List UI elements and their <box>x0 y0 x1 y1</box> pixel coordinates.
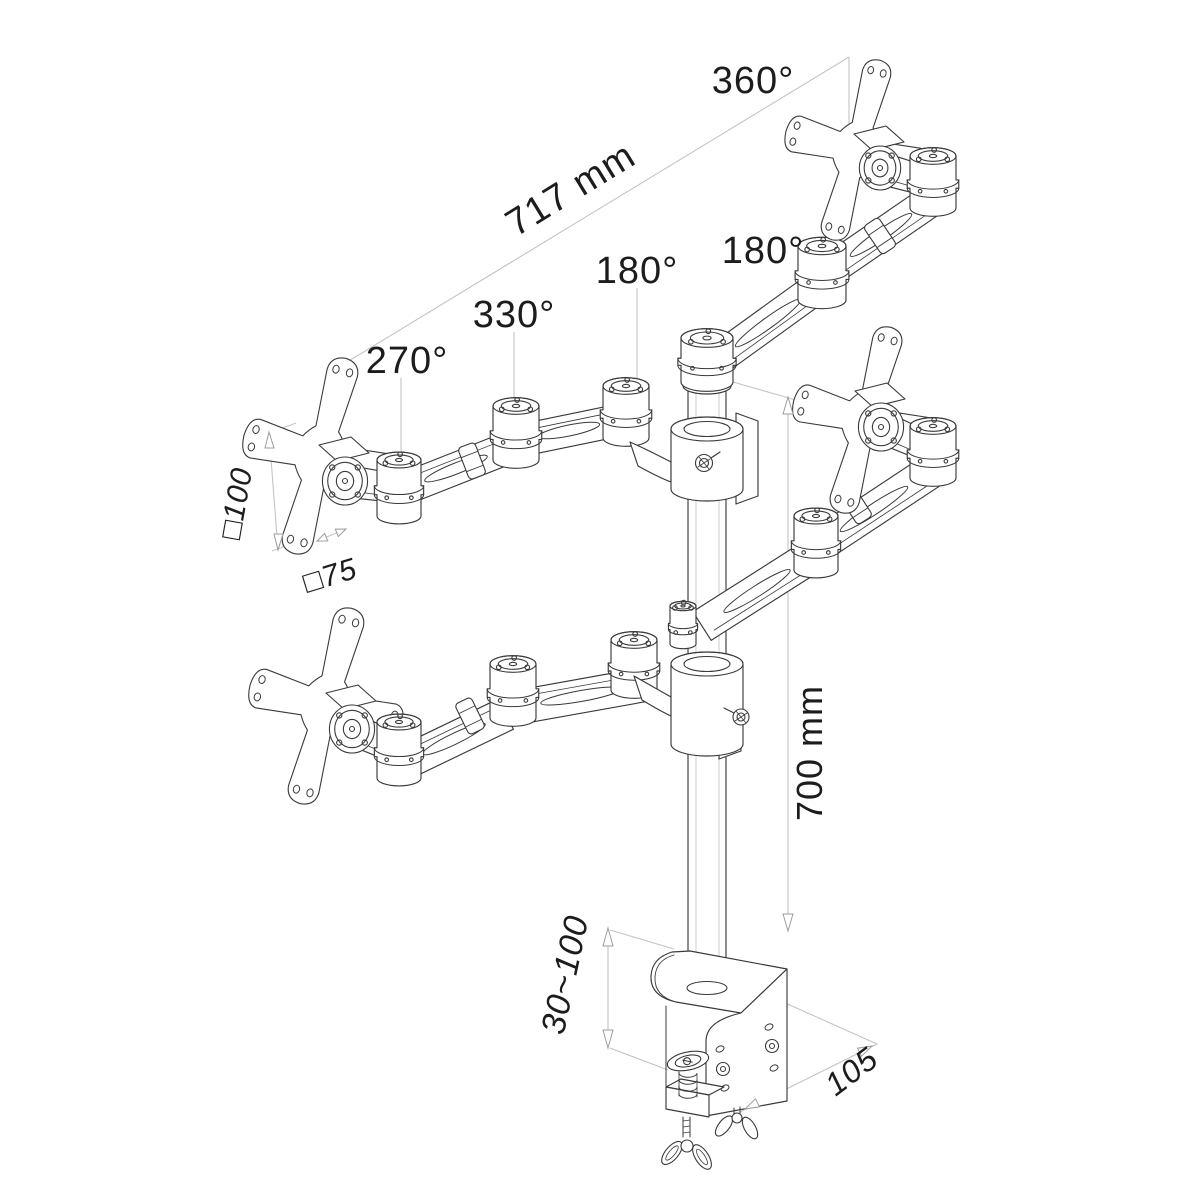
lower-pole-collar <box>633 651 750 760</box>
arrow-75-left <box>315 532 329 542</box>
label-rotation-330: 330° <box>473 294 556 336</box>
vesa-plate-bottom-left <box>224 588 428 824</box>
span-dimension-line <box>346 56 850 363</box>
arrow-105-bottom <box>743 1097 761 1110</box>
label-rotation-270: 270° <box>366 340 449 382</box>
label-span-717mm: 717 mm <box>499 134 643 245</box>
clamp-range-extension-bottom <box>609 1047 669 1071</box>
wing-screw-front <box>661 1139 712 1170</box>
joint-top-mid <box>794 236 850 310</box>
clamp-range-extension-top <box>609 929 675 950</box>
label-rotation-180-right: 180° <box>722 230 805 272</box>
joint-bl-middle <box>486 655 540 727</box>
desk-clamp <box>650 950 788 1170</box>
arrow-range-bottom <box>602 1029 614 1050</box>
joint-ul-outer <box>373 451 425 525</box>
joint-bl-outer <box>373 713 425 787</box>
joint-ul-inner <box>599 377 653 447</box>
label-vesa-75: □75 <box>299 552 361 599</box>
joint-lower-outer <box>906 417 960 487</box>
label-vesa-100: □100 <box>214 465 259 542</box>
wing-screw-rear <box>714 1106 759 1140</box>
label-pole-height-700mm: 700 mm <box>789 685 830 821</box>
label-clamp-range-30-100: 30~100 <box>534 912 596 1038</box>
upper-pole-collar <box>629 412 759 505</box>
label-clamp-depth-105: 105 <box>818 1040 885 1103</box>
tilt-bracket-mid-right <box>854 382 936 462</box>
label-rotation-360: 360° <box>712 60 795 102</box>
arrow-pole-bottom <box>782 913 794 933</box>
arrow-100-bottom <box>273 533 284 552</box>
joint-ul-middle <box>489 397 543 469</box>
arrow-105-top <box>856 1045 874 1058</box>
mount-assembly-artwork <box>218 41 960 1170</box>
dimension-arrowheads <box>264 395 874 1110</box>
pole-top-joint <box>677 328 737 392</box>
riser-joint-lower <box>667 599 699 650</box>
arrow-75-right <box>334 528 348 538</box>
joint-top-outer <box>906 147 960 217</box>
label-rotation-180-left: 180° <box>596 250 679 292</box>
pole-height-extension-line <box>732 381 797 401</box>
arrow-pole-top <box>782 395 794 415</box>
joint-lower-mid <box>790 507 842 579</box>
arrow-range-top <box>602 926 614 947</box>
arrow-100-top <box>264 430 275 449</box>
